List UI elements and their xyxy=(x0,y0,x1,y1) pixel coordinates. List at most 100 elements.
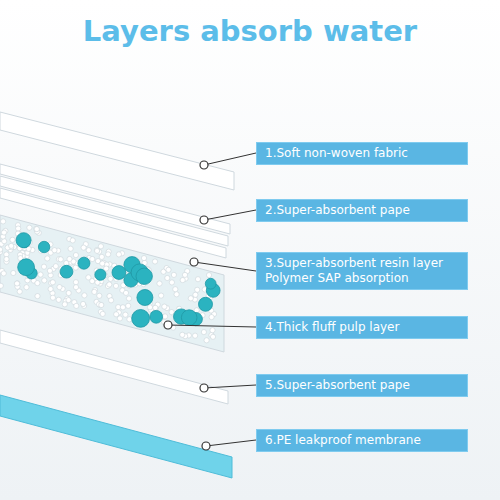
pulp-bead xyxy=(157,281,162,286)
pulp-bead xyxy=(109,298,114,303)
pulp-bead xyxy=(45,256,50,261)
pulp-bead xyxy=(206,273,211,278)
pulp-bead xyxy=(82,293,87,298)
callout-text: 5.Super-absorbent pape xyxy=(265,378,459,393)
callout-text: 2.Super-absorbent pape xyxy=(265,203,459,218)
pulp-bead xyxy=(73,280,78,285)
sap-bead xyxy=(16,233,31,248)
callout-box: 1.Soft non-woven fabric xyxy=(256,142,468,165)
pulp-bead xyxy=(66,298,71,303)
sap-bead xyxy=(205,278,216,289)
pulp-bead xyxy=(90,256,95,261)
pulp-bead xyxy=(165,275,170,280)
pulp-bead xyxy=(127,317,132,322)
pulp-bead xyxy=(27,225,32,230)
pulp-bead xyxy=(86,275,91,280)
callout-box: 4.Thick fluff pulp layer xyxy=(256,316,468,339)
pulp-bead xyxy=(153,306,158,311)
pulp-bead xyxy=(66,290,71,295)
pulp-bead xyxy=(42,278,47,283)
pulp-bead xyxy=(210,334,215,339)
pulp-bead xyxy=(11,270,16,275)
pulp-bead xyxy=(171,272,176,277)
pulp-bead xyxy=(174,292,179,297)
pulp-bead xyxy=(81,301,86,306)
diagram-title: Layers absorb water xyxy=(0,14,500,48)
pulp-bead xyxy=(209,315,214,320)
pulp-bead xyxy=(152,259,157,264)
callout-box: 3.Super-absorbent resin layer Polymer SA… xyxy=(256,252,468,290)
leader-line xyxy=(168,325,256,327)
pulp-bead xyxy=(2,239,7,244)
pulp-bead xyxy=(126,296,131,301)
pulp-bead xyxy=(163,314,168,319)
pulp-bead xyxy=(108,276,113,281)
pulp-bead xyxy=(95,280,100,285)
pulp-bead xyxy=(48,286,53,291)
pulp-bead xyxy=(100,311,105,316)
leader-line xyxy=(194,262,256,271)
sap-bead xyxy=(199,297,213,311)
pulp-bead xyxy=(14,281,19,286)
sap-bead xyxy=(181,310,197,326)
pulp-bead xyxy=(98,244,103,249)
pulp-bead xyxy=(35,294,40,299)
leader-lines xyxy=(168,153,256,446)
pulp-bead xyxy=(4,257,9,262)
pulp-bead xyxy=(123,312,128,317)
pulp-bead xyxy=(0,247,3,252)
pulp-bead xyxy=(114,312,119,317)
pulp-bead xyxy=(34,227,39,232)
sap-bead xyxy=(60,265,73,278)
pulp-bead xyxy=(99,254,104,259)
leader-dot xyxy=(200,216,208,224)
pulp-bead xyxy=(16,226,21,231)
callout-text: 1.Soft non-woven fabric xyxy=(265,146,459,161)
sap-bead xyxy=(38,241,49,252)
pulp-bead xyxy=(141,256,146,261)
pulp-bead xyxy=(92,289,97,294)
pulp-bead xyxy=(15,281,20,286)
callout-box: 6.PE leakproof membrane xyxy=(256,429,468,452)
pulp-bead xyxy=(126,303,131,308)
pulp-bead xyxy=(62,302,67,307)
leader-dot xyxy=(200,384,208,392)
pulp-bead xyxy=(162,304,167,309)
pulp-bead xyxy=(147,305,152,310)
pulp-bead xyxy=(34,226,39,231)
leader-dot xyxy=(164,321,172,329)
pulp-bead xyxy=(35,281,40,286)
sap-bead xyxy=(95,269,106,280)
pulp-bead xyxy=(180,278,185,283)
fabric-layer xyxy=(0,112,234,190)
pulp-bead xyxy=(116,252,121,257)
callout-box: 5.Super-absorbent pape xyxy=(256,374,468,397)
sap-bead xyxy=(78,257,90,269)
pulp-bead xyxy=(1,219,6,224)
pulp-bead xyxy=(97,293,102,298)
pulp-bead xyxy=(123,290,128,295)
pulp-bead xyxy=(188,296,193,301)
pulp-bead xyxy=(41,264,46,269)
pulp-bead xyxy=(73,285,78,290)
pulp-bead xyxy=(201,330,206,335)
pulp-bead xyxy=(193,292,198,297)
pulp-bead xyxy=(159,293,164,298)
sap-bead xyxy=(18,259,35,276)
leader-line xyxy=(206,440,256,446)
pulp-bead xyxy=(86,248,91,253)
pulp-bead xyxy=(210,328,215,333)
paper-sheet xyxy=(0,176,228,246)
pulp-bead xyxy=(38,272,43,277)
pulp-bead xyxy=(166,267,171,272)
pulp-bead xyxy=(195,277,200,282)
pulp-bead xyxy=(73,265,78,270)
pulp-bead xyxy=(195,287,200,292)
pulp-bead xyxy=(106,252,111,257)
sap-bead xyxy=(112,266,126,280)
sap-bead xyxy=(136,268,152,284)
pulp-bead xyxy=(99,302,104,307)
pulp-bead xyxy=(50,295,55,300)
pulp-bead xyxy=(113,283,118,288)
